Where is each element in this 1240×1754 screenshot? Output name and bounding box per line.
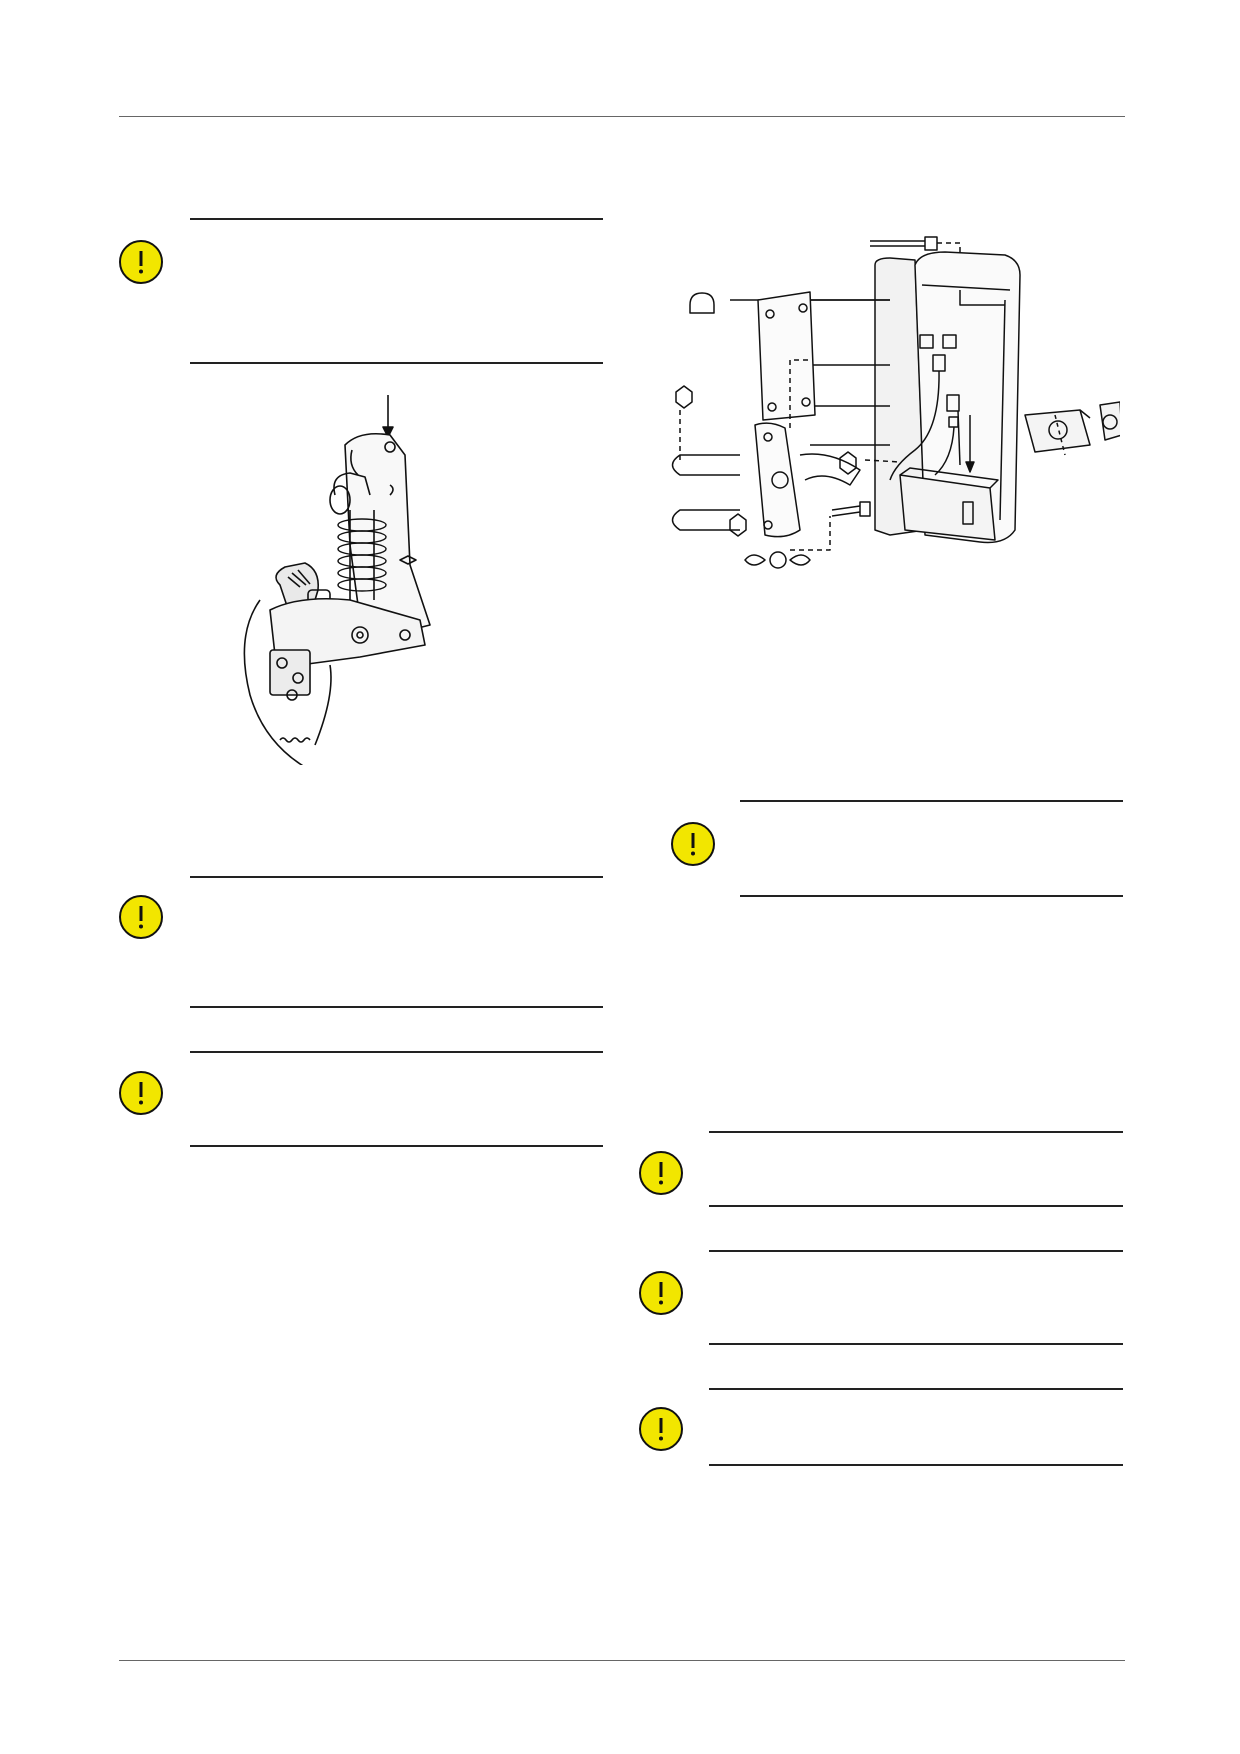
warning-top-rule (709, 1250, 1123, 1252)
warning-bottom-rule (190, 362, 603, 364)
warning-icon (119, 1071, 163, 1115)
warning-icon (671, 822, 715, 866)
warning-bottom-rule (740, 895, 1123, 897)
exploded-bracket-illustration (660, 230, 1123, 590)
page-header-rule (119, 116, 1125, 117)
warning-top-rule (190, 218, 603, 220)
warning-icon (639, 1151, 683, 1195)
warning-top-rule (740, 800, 1123, 802)
warning-icon (639, 1407, 683, 1451)
warning-icon (119, 895, 163, 939)
page-footer-rule (119, 1660, 1125, 1661)
warning-bottom-rule (709, 1343, 1123, 1345)
warning-top-rule (709, 1131, 1123, 1133)
warning-bottom-rule (709, 1464, 1123, 1466)
warning-bottom-rule (709, 1205, 1123, 1207)
caster-fork-illustration (240, 395, 480, 771)
warning-top-rule (190, 876, 603, 878)
warning-bottom-rule (190, 1006, 603, 1008)
warning-top-rule (709, 1388, 1123, 1390)
warning-top-rule (190, 1051, 603, 1053)
warning-icon (119, 240, 163, 284)
warning-icon (639, 1271, 683, 1315)
warning-bottom-rule (190, 1145, 603, 1147)
